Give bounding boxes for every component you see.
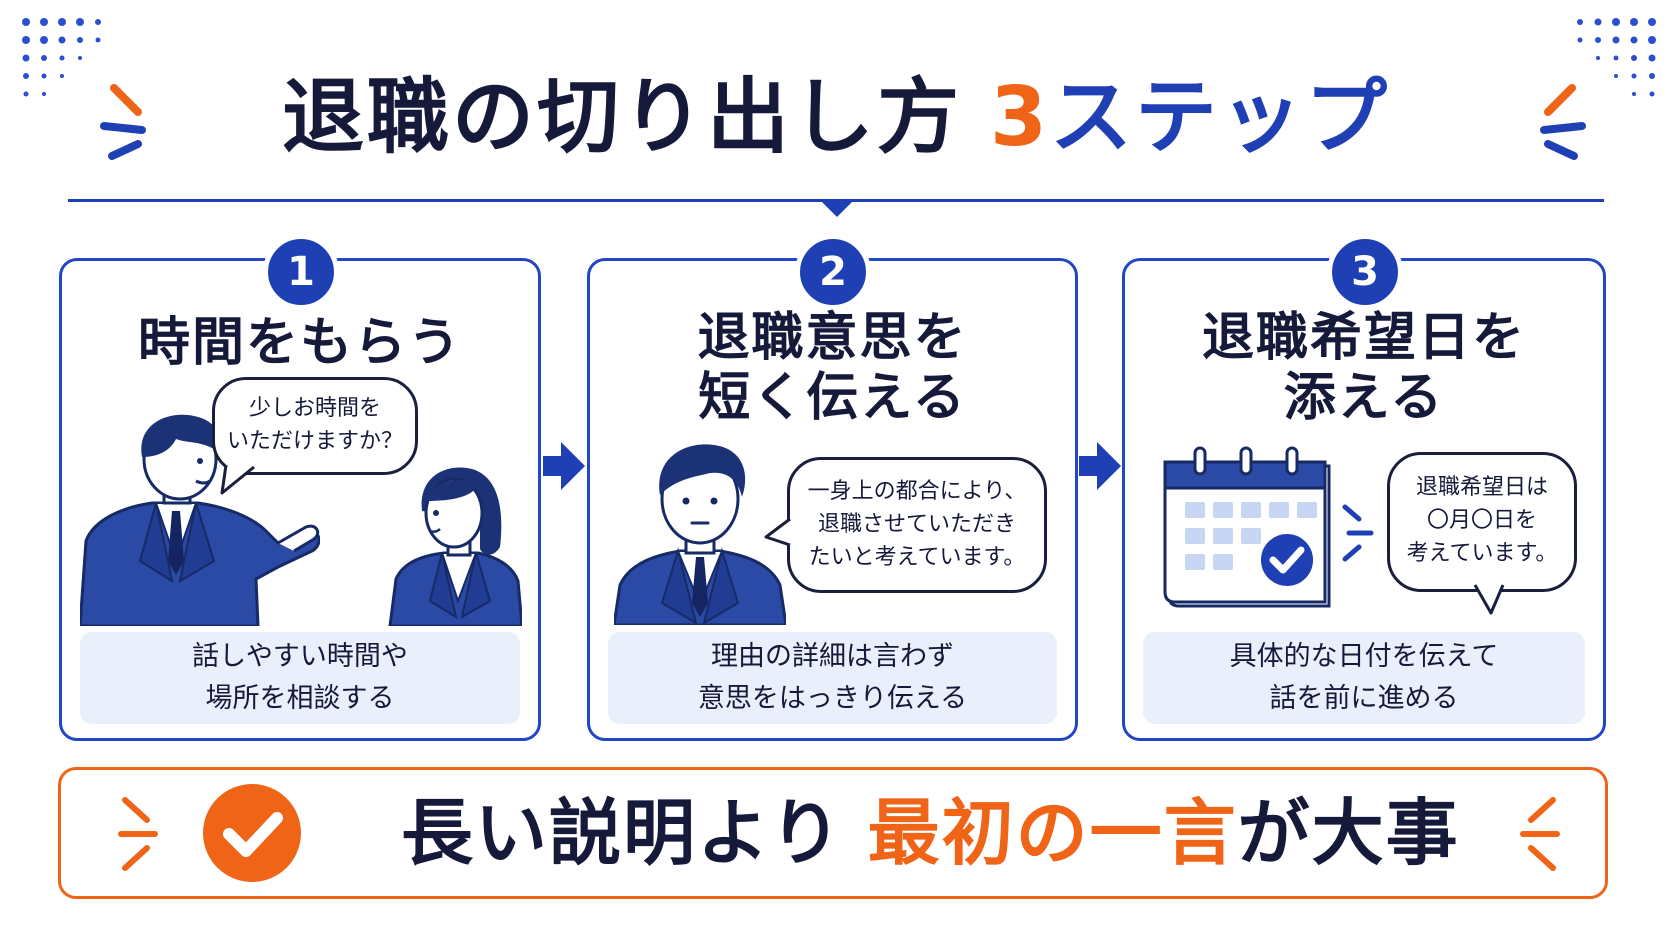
step-caption: 理由の詳細は言わず 意思をはっきり伝える	[608, 632, 1057, 724]
step-title: 退職希望日を 添える	[1125, 308, 1603, 428]
emphasis-lines-icon	[1342, 504, 1374, 562]
step-title-line: 添える	[1283, 368, 1445, 428]
step-number-badge: 2	[795, 234, 871, 310]
businessman-talking-illustration	[80, 414, 320, 626]
banner-accent-left-icon	[118, 797, 158, 871]
step-title-line: 退職意思を	[697, 308, 968, 368]
speech-line: たいと考えています。	[808, 545, 1026, 570]
step-number-badge: 1	[263, 234, 339, 310]
dot-pattern-right	[1577, 18, 1656, 97]
step-title: 時間をもらう	[62, 313, 538, 373]
speech-bubble-tail-icon	[220, 465, 255, 495]
speech-line: 一身上の都合により、	[807, 479, 1027, 504]
speech-bubble-tail-icon	[1473, 584, 1505, 615]
step-card-3: 3 退職希望日を 添える 退職希望日は 〇月〇日を 考えています。	[1122, 234, 1606, 741]
caption-line: 話を前に進める	[1269, 683, 1459, 714]
title-main: 退職の切り出し方	[281, 70, 962, 165]
takeaway-banner: 長い説明より最初の一言が大事	[58, 767, 1608, 899]
speech-line: 〇月〇日を	[1426, 508, 1537, 533]
caption-line: 具体的な日付を伝えて	[1229, 641, 1499, 672]
speech-line: 退職させていただき	[817, 512, 1016, 537]
step-caption: 話しやすい時間や 場所を相談する	[80, 632, 520, 724]
arrow-right-icon	[1079, 442, 1121, 490]
banner-highlight: 最初の一言	[867, 791, 1238, 875]
step-title-line: 短く伝える	[698, 368, 967, 428]
arrow-right-icon	[543, 442, 585, 490]
title-suffix: ステップ	[1050, 70, 1391, 165]
speech-bubble: 少しお時間を いただけますか？	[212, 377, 418, 475]
speech-line: 退職希望日は	[1415, 475, 1548, 500]
title-number: 3	[989, 70, 1051, 165]
speech-bubble: 一身上の都合により、 退職させていただき たいと考えています。	[787, 457, 1047, 593]
banner-lead: 長い説明より	[401, 791, 844, 875]
banner-message: 長い説明より最初の一言が大事	[401, 770, 1460, 896]
step-number-badge: 3	[1327, 234, 1403, 310]
dot-pattern-left	[22, 18, 101, 97]
banner-accent-right-icon	[1520, 797, 1560, 871]
caption-line: 意思をはっきり伝える	[697, 683, 968, 714]
step-title: 退職意思を 短く伝える	[590, 308, 1075, 428]
businessman-speaking-illustration	[614, 444, 786, 625]
page-title: 退職の切り出し方 3ステップ	[0, 58, 1672, 178]
check-circle-icon	[203, 784, 301, 882]
step-title-line: 時間をもらう	[137, 313, 462, 373]
speech-line: 少しお時間を	[248, 396, 381, 421]
businesswoman-listening-illustration	[388, 467, 522, 626]
step-title-line: 退職希望日を	[1201, 308, 1526, 368]
title-accent-right-icon	[1540, 84, 1586, 160]
calendar-check-icon	[1163, 446, 1331, 608]
speech-bubble: 退職希望日は 〇月〇日を 考えています。	[1387, 452, 1577, 592]
speech-line: 考えています。	[1406, 541, 1558, 566]
caption-line: 理由の詳細は言わず	[711, 641, 954, 672]
step-caption: 具体的な日付を伝えて 話を前に進める	[1143, 632, 1585, 724]
step-card-2: 2 退職意思を 短く伝える 一身上の都合により、 退職させていただき たいと考え…	[587, 234, 1078, 741]
header-divider-notch	[820, 200, 854, 217]
caption-line: 場所を相談する	[205, 683, 395, 714]
speech-line: いただけますか？	[226, 429, 403, 454]
caption-line: 話しやすい時間や	[192, 641, 408, 672]
speech-bubble-tail-icon	[764, 517, 791, 547]
title-accent-left-icon	[100, 84, 146, 160]
banner-tail: が大事	[1237, 791, 1460, 875]
step-card-1: 1 時間をもらう 少しお時間を いただけますか？ 話しやすい時間や	[59, 234, 541, 741]
